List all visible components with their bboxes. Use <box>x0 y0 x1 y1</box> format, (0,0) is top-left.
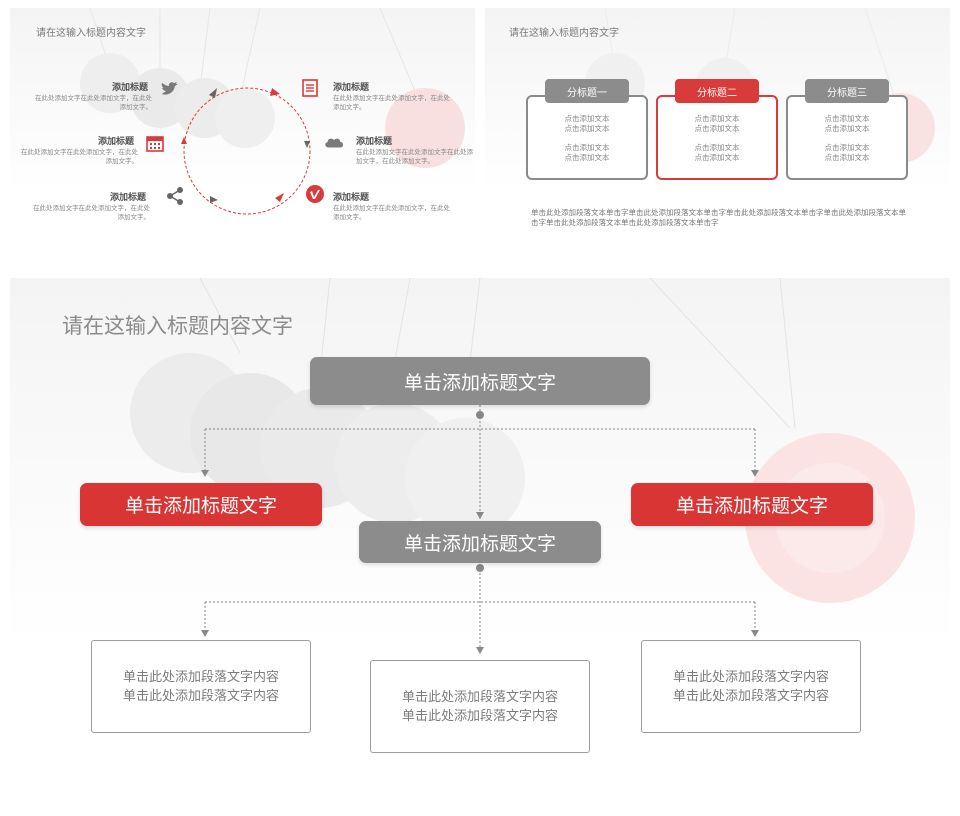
subtitle-tab[interactable]: 分标题一 <box>545 79 629 103</box>
left-text-box[interactable]: 单击此处添加段落文字内容 单击此处添加段落文字内容 <box>91 640 311 733</box>
share-icon <box>165 186 185 206</box>
feature-description: 在此处添加文字在此处添加文字，在此处添加文字。 <box>21 148 138 165</box>
card-text: 点击添加文本 <box>824 143 870 152</box>
slide-hierarchy: 请在这输入标题内容文字 单击添加标题文字 单击添加标题文字 单击添加标题文字 单… <box>10 278 950 808</box>
slide-circular-features: 请在这输入标题内容文字 添加标题 在此处添加文字在此处添加文字，在此处添加文字。… <box>10 8 475 270</box>
top-title-box[interactable]: 单击添加标题文字 <box>310 357 650 405</box>
card-text: 点击添加文本 <box>564 143 610 152</box>
card-text: 点击添加文本 <box>824 114 870 123</box>
twitter-icon <box>160 80 180 100</box>
feature-title: 添加标题 <box>356 137 393 147</box>
paragraph-line: 单击此处添加段落文字内容 <box>401 708 558 724</box>
feature-description: 在此处添加文字在此处添加文字，在此处添加文字。 <box>333 94 450 111</box>
slide-title: 请在这输入标题内容文字 <box>509 28 619 39</box>
subtitle-card: 点击添加文本 点击添加文本 点击添加文本 点击添加文本 <box>526 95 648 180</box>
feature-title: 添加标题 <box>98 137 135 147</box>
card-text: 点击添加文本 <box>824 124 870 133</box>
slide-title: 请在这输入标题内容文字 <box>62 314 293 338</box>
feature-title: 添加标题 <box>110 193 147 203</box>
right-text-box[interactable]: 单击此处添加段落文字内容 单击此处添加段落文字内容 <box>641 640 861 733</box>
paragraph-line: 单击此处添加段落文字内容 <box>672 688 829 704</box>
document-icon <box>300 78 320 98</box>
subtitle-tab[interactable]: 分标题三 <box>805 79 889 103</box>
card-text: 点击添加文本 <box>564 153 610 162</box>
middle-title-box[interactable]: 单击添加标题文字 <box>359 521 601 563</box>
vimeo-icon <box>305 184 325 204</box>
card-text: 点击添加文本 <box>694 114 740 123</box>
feature-title: 添加标题 <box>333 193 370 203</box>
card-text: 点击添加文本 <box>694 124 740 133</box>
right-title-box[interactable]: 单击添加标题文字 <box>631 483 873 526</box>
feature-description: 在此处添加文字在此处添加文字在此处添加文字，在此处添加文字。 <box>356 148 473 165</box>
card-text: 点击添加文本 <box>694 143 740 152</box>
paragraph-line: 单击此处添加段落文字内容 <box>401 689 558 705</box>
center-text-box[interactable]: 单击此处添加段落文字内容 单击此处添加段落文字内容 <box>370 660 590 753</box>
left-title-box[interactable]: 单击添加标题文字 <box>80 483 322 526</box>
calendar-icon <box>145 133 165 153</box>
paragraph-text: 单击此处添加段落文本单击字单击此处添加段落文本单击字单击此处添加段落文本单击字单… <box>531 208 906 227</box>
card-text: 点击添加文本 <box>564 124 610 133</box>
card-text: 点击添加文本 <box>824 153 870 162</box>
subtitle-tab[interactable]: 分标题二 <box>675 79 759 103</box>
paragraph-line: 单击此处添加段落文字内容 <box>672 669 829 685</box>
feature-description: 在此处添加文字在此处添加文字，在此处添加文字。 <box>333 204 450 221</box>
paragraph-line: 单击此处添加段落文字内容 <box>122 688 279 704</box>
feature-description: 在此处添加文字在此处添加文字，在此处添加文字。 <box>35 94 152 111</box>
feature-title: 添加标题 <box>112 83 149 93</box>
card-text: 点击添加文本 <box>694 153 740 162</box>
slide-subtitle-cards: 请在这输入标题内容文字 点击添加文本 点击添加文本 点击添加文本 点击添加文本 … <box>485 8 950 270</box>
cloud-icon <box>324 132 344 152</box>
feature-title: 添加标题 <box>333 83 370 93</box>
slide-title: 请在这输入标题内容文字 <box>36 28 146 39</box>
subtitle-card: 点击添加文本 点击添加文本 点击添加文本 点击添加文本 <box>656 95 778 180</box>
feature-description: 在此处添加文字在此处添加文字，在此处添加文字。 <box>33 204 150 221</box>
card-text: 点击添加文本 <box>564 114 610 123</box>
paragraph-line: 单击此处添加段落文字内容 <box>122 669 279 685</box>
subtitle-card: 点击添加文本 点击添加文本 点击添加文本 点击添加文本 <box>786 95 908 180</box>
pendulum-background <box>80 8 465 215</box>
